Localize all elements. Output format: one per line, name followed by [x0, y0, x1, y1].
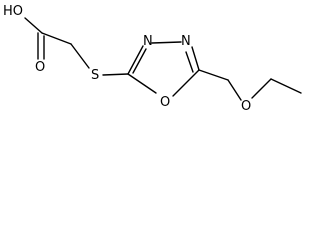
bond-ring-n3-n4 [151, 41, 182, 44]
atom-label-ether-oxygen: O [241, 99, 251, 114]
bond-carboxyl-methylene [41, 32, 72, 45]
bond-ring-c2-n3 [127, 45, 144, 75]
bond-ether-oxygen-ethyl [251, 78, 272, 99]
bond-hydroxyl-carbon [24, 17, 43, 34]
bond-sulfur-ring [102, 73, 129, 76]
bond-ring-c5-o1 [172, 69, 200, 97]
atom-label-carbonyl-oxygen: O [35, 60, 45, 75]
atom-label-nitrogen-right: N [181, 34, 191, 49]
bond-ring-o1-c2 [127, 73, 157, 94]
bond-methylene-ether-oxygen [227, 79, 242, 101]
atom-label-hydroxyl: HO [3, 4, 23, 19]
bond-ring-n4-c5-double [185, 51, 194, 73]
bond-ring-c2-n3-double [132, 48, 147, 74]
molecule-structure-diagram: HO O S N N O O [3, 4, 302, 114]
atom-label-nitrogen-left: N [143, 34, 153, 49]
atom-label-sulfur: S [91, 68, 99, 83]
bond-ethyl-methyl [270, 78, 302, 94]
bond-ring-methylene [198, 69, 229, 81]
bond-methylene-sulfur [70, 43, 90, 69]
atom-label-ring-oxygen: O [160, 95, 170, 110]
bond-ring-n4-c5 [191, 46, 200, 71]
